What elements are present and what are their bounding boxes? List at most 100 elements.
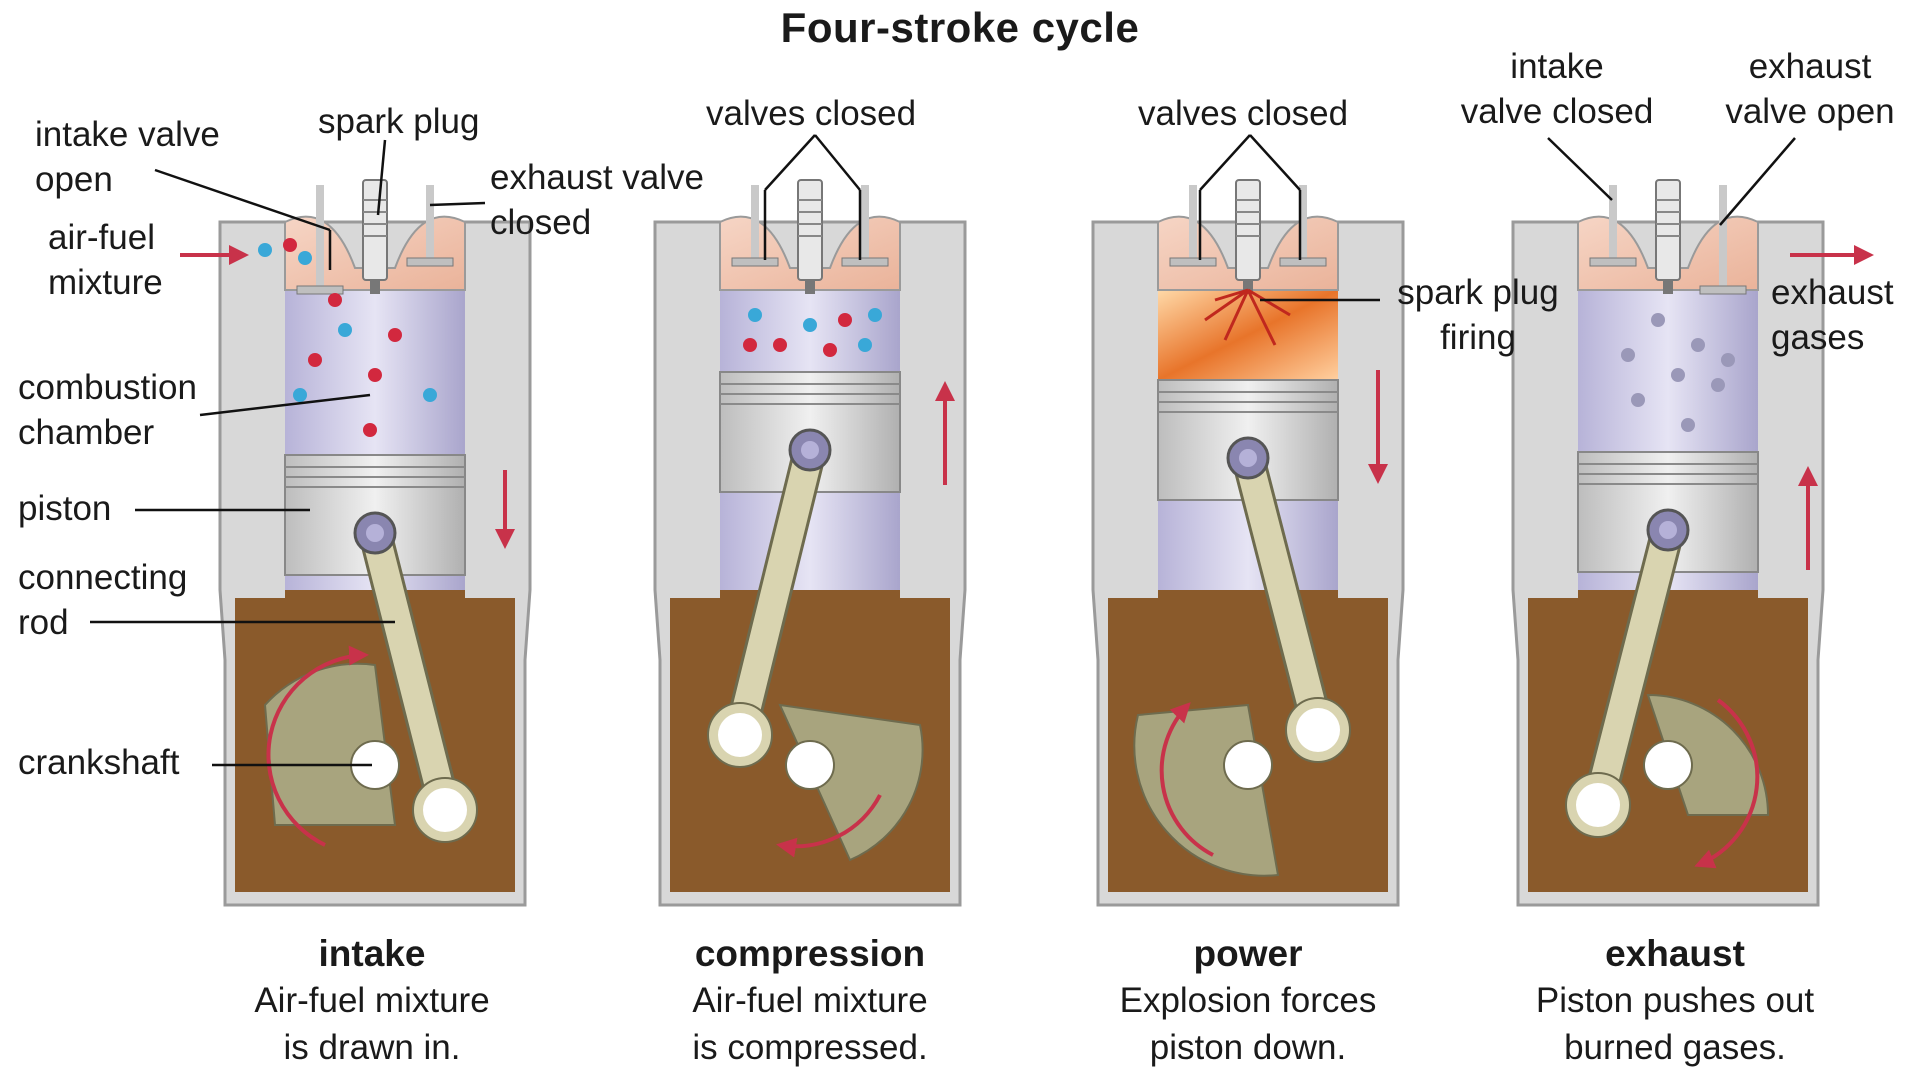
inflow-particle — [283, 238, 297, 252]
label-piston: piston — [18, 489, 112, 528]
gas-particle — [1691, 338, 1705, 352]
gas-particle — [838, 313, 852, 327]
label-crankshaft: crankshaft — [18, 743, 180, 782]
engine-intake — [218, 179, 532, 907]
label-spark-plug-firing: spark plug firing — [1397, 273, 1559, 357]
gas-particle — [1671, 368, 1685, 382]
exhaust-valve-head — [406, 257, 454, 267]
spark-plug-tip — [805, 280, 815, 294]
label-air-fuel-mixture: air-fuel mixture — [48, 218, 163, 302]
gas-particle — [858, 338, 872, 352]
gas-particle — [743, 338, 757, 352]
combustion-chamber — [1578, 290, 1758, 452]
spark-ray — [1223, 289, 1250, 341]
stroke-desc-intake: Air-fuel mixture is drawn in. — [254, 981, 490, 1067]
spark-flash — [1204, 288, 1291, 346]
gas-particle — [308, 353, 322, 367]
wrist-pin-center — [1239, 449, 1257, 467]
label-valves-closed-power: valves closed — [1138, 94, 1349, 133]
connecting-rod — [726, 436, 824, 749]
caption-exhaust: exhaust Piston pushes out burned gases. — [1455, 930, 1895, 1071]
spark-plug-tip — [1243, 280, 1253, 294]
intake-valve-head — [296, 285, 344, 295]
exhaust-valve-head — [1279, 257, 1327, 267]
combustion-chamber — [1158, 290, 1338, 380]
spark-ray — [1247, 288, 1291, 317]
stroke-desc-power: Explosion forces piston down. — [1119, 981, 1377, 1067]
stroke-desc-compression: Air-fuel mixture is compressed. — [692, 981, 928, 1067]
exhaust-valve-head — [1699, 285, 1747, 295]
stroke-name-compression: compression — [694, 933, 926, 974]
crankshaft-hub — [1643, 740, 1693, 790]
spark-plug-tip — [1663, 280, 1673, 294]
inflow-particle — [258, 243, 272, 257]
connecting-rod — [1234, 444, 1332, 744]
gas-particle — [868, 308, 882, 322]
leader-combustion-chamber — [199, 393, 371, 417]
label-valves-closed-compression: valves closed — [706, 94, 917, 133]
stroke-name-intake: intake — [318, 933, 426, 974]
leader-intake-valve-open — [154, 168, 331, 232]
gas-particle — [338, 323, 352, 337]
gas-particle — [1711, 378, 1725, 392]
wrist-pin-center — [801, 441, 819, 459]
crankcase-upper — [1158, 590, 1338, 598]
stroke-name-exhaust: exhaust — [1605, 933, 1745, 974]
stroke-name-power: power — [1193, 933, 1303, 974]
rod-big-end-hole — [1296, 708, 1340, 752]
gas-particle — [773, 338, 787, 352]
spark-ray — [1214, 288, 1249, 302]
spark-plug — [797, 179, 823, 281]
gas-particle — [1621, 348, 1635, 362]
label-intake-valve-closed: intake valve closed — [1460, 47, 1654, 131]
spark-plug-tip — [370, 280, 380, 294]
gas-particle — [363, 423, 377, 437]
crankshaft-hub — [1223, 740, 1273, 790]
gas-particle — [368, 368, 382, 382]
label-combustion-chamber: combustion chamber — [18, 368, 197, 452]
engine-power — [1091, 179, 1405, 907]
diagram-title: Four-stroke cycle — [780, 4, 1140, 51]
exhaust-valve-head — [841, 257, 889, 267]
leader-exhaust-valve-open — [1719, 137, 1796, 226]
gas-particle — [1721, 353, 1735, 367]
intake-valve-head — [731, 257, 779, 267]
gas-particle — [1651, 313, 1665, 327]
gas-particle — [803, 318, 817, 332]
rod-big-end-hole — [1576, 783, 1620, 827]
leader-valves-closed-p2 — [1249, 134, 1301, 191]
crankshaft-hub — [785, 740, 835, 790]
caption-power: power Explosion forces piston down. — [1028, 930, 1468, 1071]
intake-valve-head — [1169, 257, 1217, 267]
label-exhaust-valve-open: exhaust valve open — [1725, 47, 1895, 131]
caption-intake: intake Air-fuel mixture is drawn in. — [152, 930, 592, 1071]
leader-intake-valve-closed — [1547, 137, 1613, 201]
cylinder-head — [1157, 215, 1339, 291]
cylinder-head — [1577, 215, 1759, 291]
caption-compression: compression Air-fuel mixture is compress… — [590, 930, 1030, 1071]
rotation-arrow — [1694, 698, 1760, 869]
label-intake-valve-open: intake valve open — [35, 115, 220, 199]
rod-big-end-hole — [718, 713, 762, 757]
spark-plug — [1655, 179, 1681, 281]
gas-particle — [823, 343, 837, 357]
rod-big-end-hole — [423, 788, 467, 832]
leader-valves-closed-c1 — [764, 134, 816, 191]
spark-ray — [1246, 289, 1277, 346]
crankcase-upper — [720, 590, 900, 598]
spark-plug — [362, 179, 388, 281]
gas-particle — [388, 328, 402, 342]
gas-particle — [1631, 393, 1645, 407]
label-connecting-rod: connecting rod — [18, 558, 188, 642]
gas-particle — [293, 388, 307, 402]
engine-compression — [653, 179, 967, 907]
wrist-pin-center — [1659, 521, 1677, 539]
gas-particle — [423, 388, 437, 402]
wrist-pin-center — [366, 524, 384, 542]
leader-exhaust-valve-closed — [429, 201, 486, 207]
rotation-arrow — [776, 794, 882, 858]
spark-ray — [1204, 288, 1249, 322]
rotation-arrow — [1159, 702, 1214, 857]
